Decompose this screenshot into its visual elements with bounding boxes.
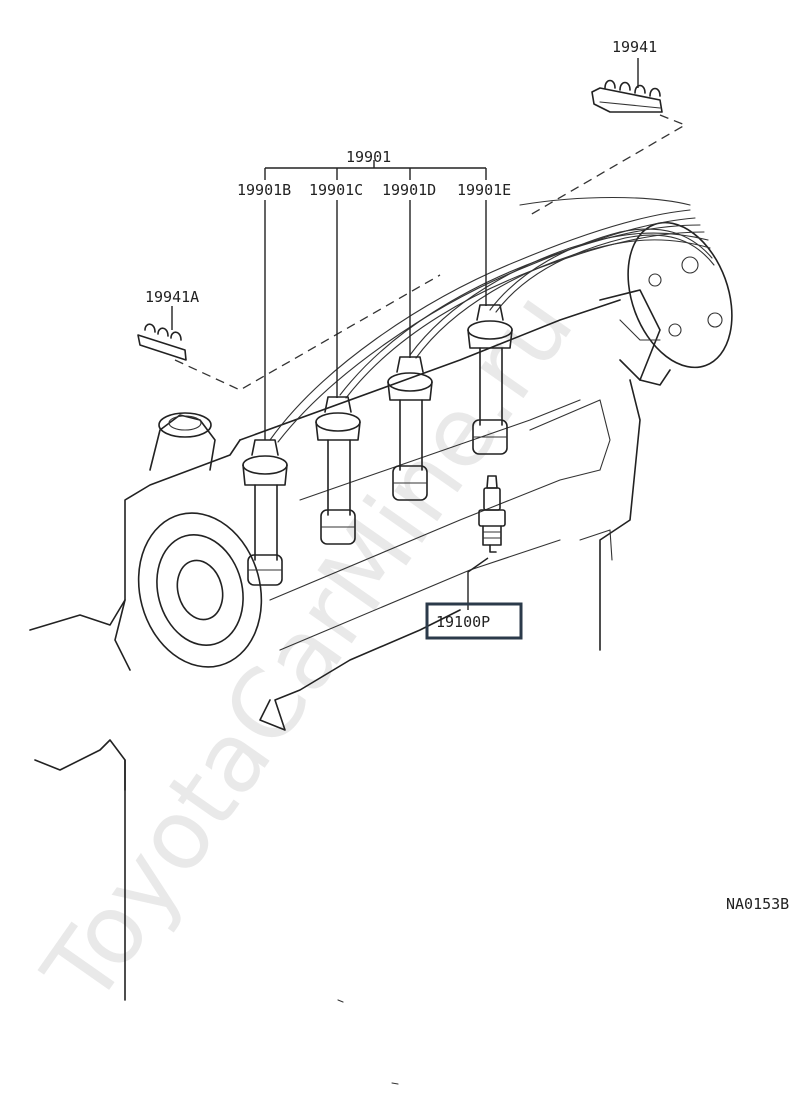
dashed-leaders (174, 114, 687, 391)
engine-block (29, 299, 641, 1001)
label-19941[interactable]: 19941 (612, 38, 657, 56)
ignition-cords (269, 196, 715, 443)
label-19901b[interactable]: 19901B (237, 181, 291, 199)
leader-lines (171, 58, 639, 610)
label-19100p[interactable]: 19100P (436, 613, 490, 631)
stray-mark (337, 999, 344, 1003)
grommet-19941a-icon (137, 323, 187, 361)
watermark-text: ToyotaCarMine.ru (22, 272, 595, 1024)
highlight-box-19100p (425, 602, 523, 640)
plug-boot-b (242, 439, 288, 586)
label-19901c[interactable]: 19901C (309, 181, 363, 199)
grommet-19941-icon (591, 79, 663, 113)
label-19941a[interactable]: 19941A (145, 288, 199, 306)
label-19901d[interactable]: 19901D (382, 181, 436, 199)
label-19901[interactable]: 19901 (346, 148, 391, 166)
label-19901e[interactable]: 19901E (457, 181, 511, 199)
spark-plug (478, 475, 506, 553)
plug-boot-c (315, 396, 361, 545)
plug-boot-e (467, 304, 513, 455)
stray-mark (391, 1082, 399, 1085)
diagram-code: NA0153B (726, 895, 789, 913)
plug-boot-d (387, 356, 433, 501)
